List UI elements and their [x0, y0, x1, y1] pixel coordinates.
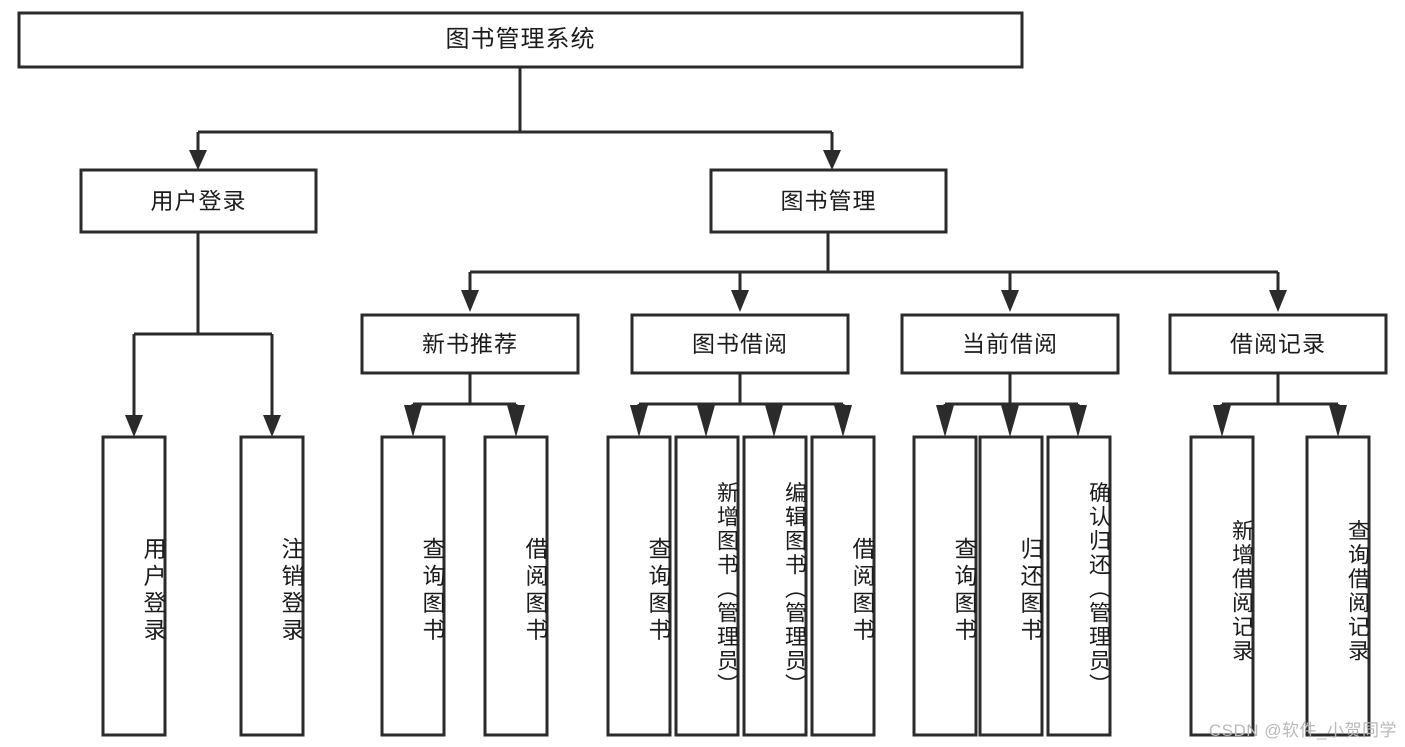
connector-newbook-to-leaves — [404, 373, 525, 437]
connector-root-to-level1 — [189, 67, 841, 170]
node-box-leaf-query-book-1[interactable] — [380, 435, 446, 737]
node-box-new-book-recommend[interactable] — [360, 313, 580, 375]
node-box-leaf-edit-book-admin[interactable] — [742, 435, 808, 737]
node-box-leaf-confirm-return[interactable] — [1046, 435, 1112, 737]
node-box-leaf-add-book-admin[interactable] — [674, 435, 740, 737]
node-box-leaf-borrow-book-1[interactable] — [483, 435, 549, 737]
node-box-leaf-return-book[interactable] — [978, 435, 1044, 737]
node-box-leaf-borrow-book-2[interactable] — [810, 435, 876, 737]
node-box-leaf-add-borrow-record[interactable] — [1189, 435, 1255, 737]
node-box-book-manage[interactable] — [709, 168, 948, 234]
node-box-borrow-record[interactable] — [1168, 313, 1388, 375]
connector-borrowrecord-to-leaves — [1213, 373, 1347, 437]
node-box-leaf-user-logout[interactable] — [239, 435, 305, 737]
node-box-leaf-query-book-2[interactable] — [606, 435, 672, 737]
node-box-leaf-query-book-3[interactable] — [912, 435, 978, 737]
node-box-root[interactable] — [17, 11, 1024, 69]
node-box-leaf-query-borrow-record[interactable] — [1305, 435, 1371, 737]
node-box-current-borrow[interactable] — [900, 313, 1120, 375]
node-box-user-login[interactable] — [79, 168, 318, 234]
connector-bookborrow-to-leaves — [630, 373, 852, 437]
connector-currentborrow-to-leaves — [936, 373, 1087, 437]
node-box-leaf-user-login[interactable] — [101, 435, 167, 737]
connector-bookmanage-to-level2 — [461, 232, 1287, 312]
connector-userlogin-to-leaves — [125, 232, 281, 437]
node-box-book-borrow[interactable] — [630, 313, 850, 375]
